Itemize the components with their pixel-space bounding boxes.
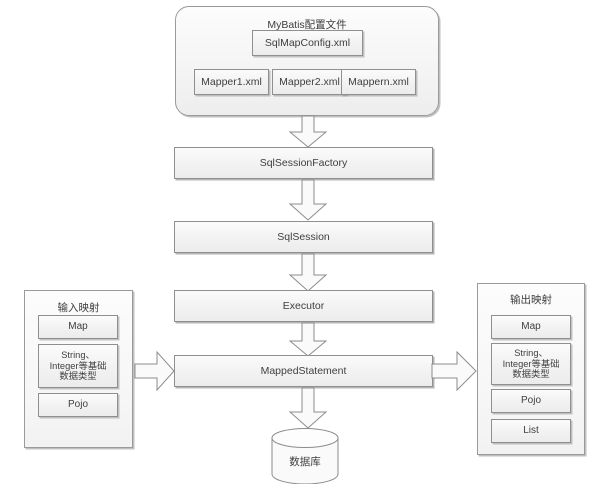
arrow-config-to-sqlsessionfactory [288, 115, 328, 148]
node-database[interactable]: 数据库 [270, 428, 340, 485]
node-mapper1-xml[interactable]: Mapper1.xml [194, 69, 269, 95]
node-label: Mappern.xml [348, 75, 409, 88]
config-container-title: MyBatis配置文件 [267, 19, 347, 31]
arrow-sqlsession-to-executor [288, 253, 328, 292]
output-item-map[interactable]: Map [491, 315, 571, 339]
arrow-executor-to-mappedstatement [288, 322, 328, 357]
node-mapper2-xml[interactable]: Mapper2.xml [272, 69, 347, 95]
node-label: String、 Integer等基础 数据类型 [502, 347, 560, 380]
database-label: 数据库 [289, 456, 321, 468]
node-label: Pojo [67, 399, 88, 411]
arrow-mappedstatement-to-database [288, 387, 328, 429]
output-item-list[interactable]: List [491, 419, 571, 443]
node-label: String、 Integer等基础 数据类型 [49, 349, 107, 382]
node-label: SqlSessionFactory [259, 156, 348, 169]
input-item-map[interactable]: Map [38, 315, 118, 339]
node-label: Pojo [520, 395, 541, 407]
output-mapping-title: 输出映射 [510, 294, 552, 306]
node-sqlmapconfig-xml[interactable]: SqlMapConfig.xml [252, 30, 363, 56]
node-label: Map [521, 321, 541, 333]
node-label: MappedStatement [260, 364, 347, 377]
input-mapping-title: 输入映射 [57, 302, 100, 314]
mybatis-config-container: MyBatis配置文件 [175, 6, 439, 116]
node-label: List [523, 425, 539, 437]
node-label: Map [68, 321, 88, 333]
node-sqlsession[interactable]: SqlSession [174, 221, 433, 253]
node-label: Mapper2.xml [279, 75, 340, 88]
input-item-basic-types[interactable]: String、 Integer等基础 数据类型 [38, 344, 118, 388]
node-executor[interactable]: Executor [174, 290, 433, 322]
node-label: Mapper1.xml [201, 75, 262, 88]
arrow-sqlsessionfactory-to-sqlsession [288, 179, 328, 221]
node-label: Executor [282, 299, 325, 312]
output-item-basic-types[interactable]: String、 Integer等基础 数据类型 [491, 343, 571, 385]
node-label: SqlMapConfig.xml [264, 36, 351, 49]
arrow-mappedstatement-to-output [431, 350, 478, 392]
node-mappern-xml[interactable]: Mappern.xml [341, 69, 416, 95]
node-sqlsessionfactory[interactable]: SqlSessionFactory [174, 147, 433, 179]
arrow-input-to-mappedstatement [134, 350, 176, 392]
node-label: SqlSession [277, 230, 330, 243]
node-mappedstatement[interactable]: MappedStatement [174, 355, 433, 387]
output-item-pojo[interactable]: Pojo [491, 389, 571, 413]
input-item-pojo[interactable]: Pojo [38, 393, 118, 417]
